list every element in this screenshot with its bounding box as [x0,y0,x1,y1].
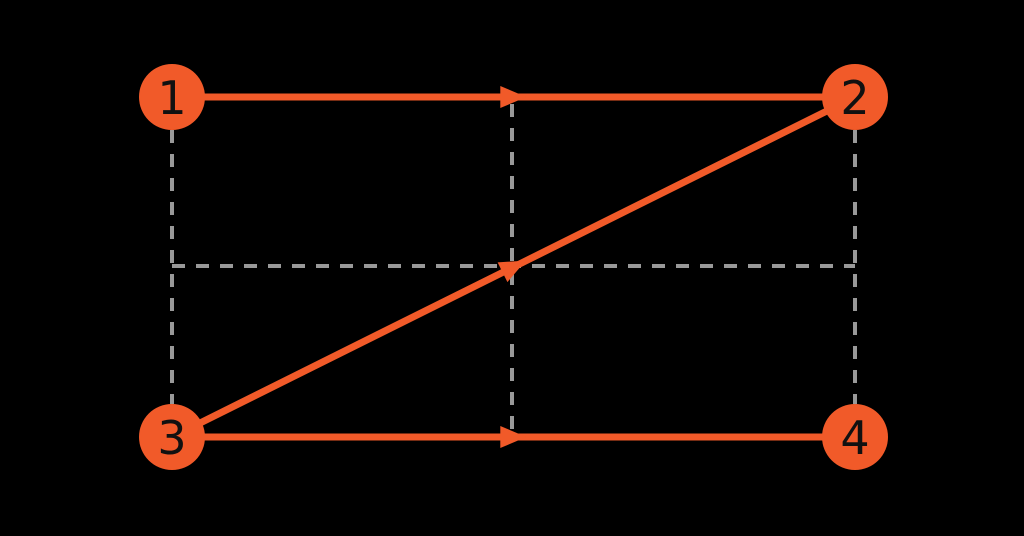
graph-node-3-circle[interactable] [139,404,205,470]
graph-node-2-circle[interactable] [822,64,888,130]
edge-3-4-arrowhead-icon [500,426,527,448]
graph-node-2-label: 2 [840,71,869,125]
graph-node-3[interactable]: 3 [139,404,205,470]
graph-node-2[interactable]: 2 [822,64,888,130]
graph-node-1-label: 1 [157,71,186,125]
graph-node-4-circle[interactable] [822,404,888,470]
graph-node-3-label: 3 [157,411,186,465]
edge-1-2-arrowhead-icon [500,86,527,108]
nodes-layer: 1 2 3 4 [139,64,888,470]
edge-3-2-arrowhead-icon [497,260,526,283]
graph-node-1-circle[interactable] [139,64,205,130]
graph-node-1[interactable]: 1 [139,64,205,130]
graph-node-4[interactable]: 4 [822,404,888,470]
arrowheads-layer [497,86,527,448]
graph-node-4-label: 4 [840,411,869,465]
